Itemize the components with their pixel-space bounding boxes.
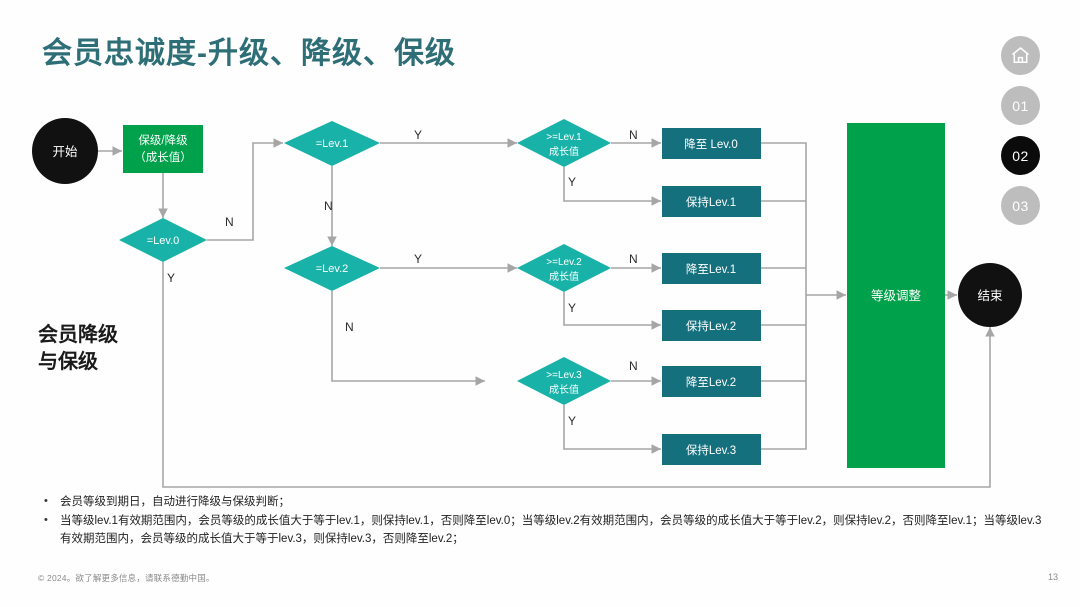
node-gate-lev2-line2: 成长值 — [549, 270, 579, 283]
nav-dot-03[interactable]: 03 — [1001, 186, 1040, 225]
edge-label-g3-n: N — [629, 359, 638, 373]
nav-dot-01[interactable]: 01 — [1001, 86, 1040, 125]
node-entry-line1: 保级/降级 — [138, 133, 188, 147]
edge-label-g1-n: N — [629, 128, 638, 142]
node-result-down-lev1-label: 降至Lev.1 — [686, 262, 736, 276]
node-gate-lev1-line1: >=Lev.1 — [546, 132, 582, 143]
edge-label-g2-y: Y — [568, 301, 576, 315]
node-end[interactable]: 结束 — [958, 263, 1022, 327]
nav-dot-02-label: 02 — [1012, 147, 1029, 164]
nav-dot-home[interactable] — [1001, 36, 1040, 75]
edge-label-lev2-n: N — [345, 320, 354, 334]
node-decision-lev1[interactable]: =Lev.1 — [284, 121, 380, 166]
node-result-keep-lev2[interactable]: 保持Lev.2 — [662, 310, 761, 341]
node-gate-lev2-line1: >=Lev.2 — [546, 257, 582, 268]
page-title: 会员忠诚度-升级、降级、保级 — [42, 37, 456, 70]
node-decision-lev0[interactable]: =Lev.0 — [119, 218, 207, 262]
node-decision-lev2-label: =Lev.2 — [316, 263, 349, 275]
node-decision-lev1-label: =Lev.1 — [316, 138, 349, 150]
nav-dot-03-label: 03 — [1012, 197, 1029, 214]
section-label: 会员降级 与保级 — [38, 324, 118, 373]
node-result-keep-lev3-label: 保持Lev.3 — [686, 443, 736, 457]
node-gate-lev3-line2: 成长值 — [549, 383, 579, 396]
list-item: • 会员等级到期日，自动进行降级与保级判断； — [38, 493, 1048, 512]
edge-label-lev0-y: Y — [167, 271, 175, 285]
bullet-marker: • — [44, 513, 48, 526]
node-level-adjust-label: 等级调整 — [871, 288, 922, 303]
node-level-adjust[interactable]: 等级调整 — [847, 123, 945, 468]
node-decision-lev2[interactable]: =Lev.2 — [284, 246, 380, 291]
node-start-label: 开始 — [52, 145, 78, 159]
node-gate-lev3-line1: >=Lev.3 — [546, 370, 582, 381]
home-icon — [1010, 46, 1031, 65]
nav-dot-01-label: 01 — [1012, 97, 1029, 114]
node-end-label: 结束 — [977, 289, 1003, 303]
node-gate-lev3[interactable]: >=Lev.3 成长值 — [517, 357, 611, 405]
bullet-text-1: 会员等级到期日，自动进行降级与保级判断； — [60, 496, 290, 508]
edge-label-lev1-n: N — [324, 199, 333, 213]
node-result-down-lev1[interactable]: 降至Lev.1 — [662, 253, 761, 284]
edge-label-g3-y: Y — [568, 414, 576, 428]
node-result-keep-lev3[interactable]: 保持Lev.3 — [662, 434, 761, 465]
edge-label-g2-n: N — [629, 252, 638, 266]
bullet-marker: • — [44, 495, 48, 507]
node-start[interactable]: 开始 — [32, 118, 98, 184]
nav-dot-02[interactable]: 02 — [1001, 136, 1040, 175]
node-gate-lev2[interactable]: >=Lev.2 成长值 — [517, 244, 611, 292]
node-result-down-lev0-label: 降至 Lev.0 — [684, 137, 737, 151]
node-gate-lev1-line2: 成长值 — [549, 145, 579, 158]
list-item: • 当等级lev.1有效期范围内，会员等级的成长值大于等于lev.1，则保持le… — [38, 512, 1048, 549]
node-result-down-lev2[interactable]: 降至Lev.2 — [662, 366, 761, 397]
edge-label-lev1-y: Y — [414, 128, 422, 142]
edge-label-lev2-y: Y — [414, 252, 422, 266]
bullet-text-2: 当等级lev.1有效期范围内，会员等级的成长值大于等于lev.1，则保持lev.… — [60, 514, 1042, 546]
node-result-down-lev2-label: 降至Lev.2 — [686, 375, 736, 389]
footer-page-number: 13 — [1047, 572, 1058, 582]
footer-copyright: © 2024。欲了解更多信息，请联系德勤中国。 — [38, 573, 215, 583]
node-decision-lev0-label: =Lev.0 — [147, 235, 180, 247]
node-result-down-lev0[interactable]: 降至 Lev.0 — [662, 128, 761, 159]
node-gate-lev1[interactable]: >=Lev.1 成长值 — [517, 119, 611, 167]
section-nav: 01 02 03 — [1001, 36, 1040, 225]
node-entry-line2: （成长值） — [134, 151, 192, 164]
edge-label-g1-y: Y — [568, 175, 576, 189]
node-entry-process[interactable]: 保级/降级 （成长值） — [123, 125, 203, 173]
node-result-keep-lev1-label: 保持Lev.1 — [686, 195, 736, 209]
bullet-list: • 会员等级到期日，自动进行降级与保级判断； • 当等级lev.1有效期范围内，… — [38, 493, 1048, 549]
node-result-keep-lev2-label: 保持Lev.2 — [686, 319, 736, 333]
edge-label-lev0-n: N — [225, 215, 234, 229]
node-result-keep-lev1[interactable]: 保持Lev.1 — [662, 186, 761, 217]
